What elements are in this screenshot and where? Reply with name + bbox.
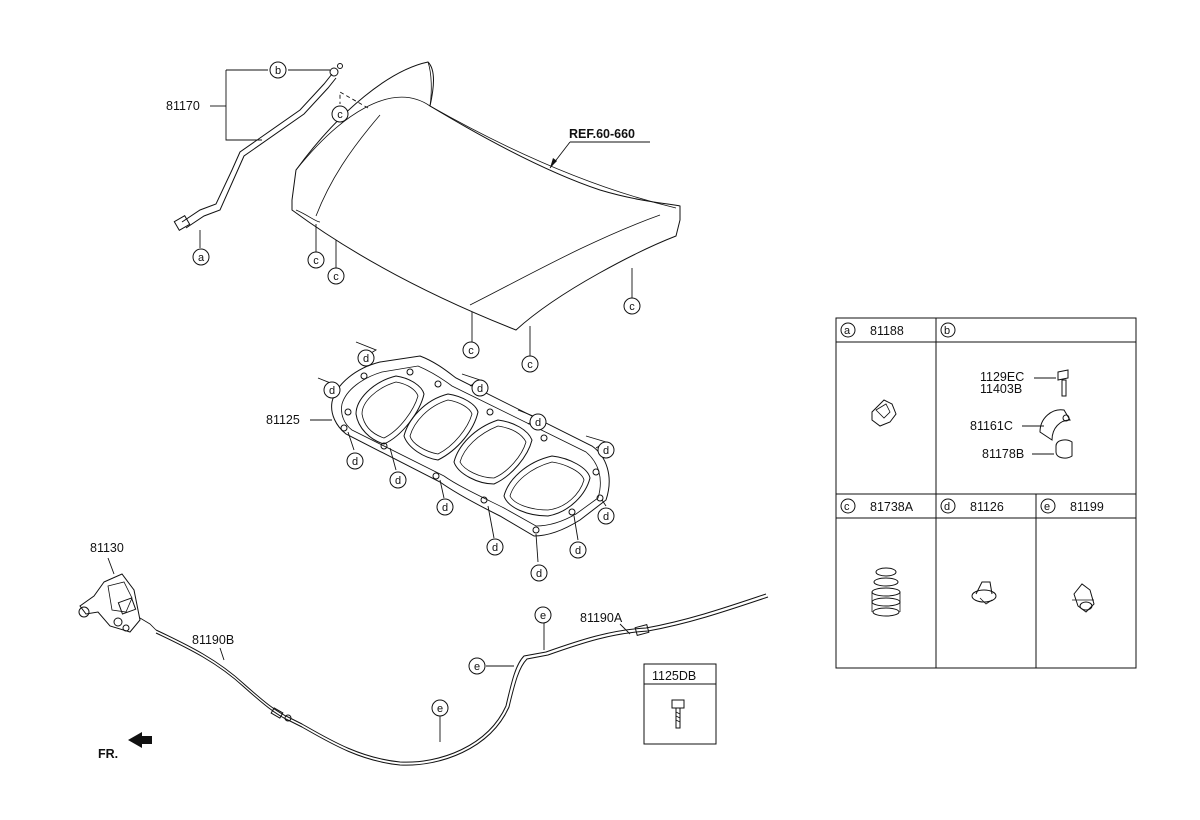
- callout-letter: d: [535, 417, 541, 429]
- callout-d-13: d: [346, 452, 364, 470]
- callout-markers: b c a c c c c c d d d d d d d d d d d d e e e: [192, 61, 641, 717]
- callout-letter: d: [603, 445, 609, 457]
- callout-d-15: d: [436, 498, 454, 516]
- front-arrow: FR.: [98, 732, 152, 761]
- legend-b-part-2: 11403B: [980, 382, 1022, 396]
- callout-c-5: c: [623, 297, 641, 315]
- callout-letter: c: [337, 109, 343, 121]
- cable-a-label: 81190A: [580, 611, 623, 625]
- insulator-pad-81125: 81125: [266, 341, 610, 563]
- callout-letter: d: [395, 475, 401, 487]
- bolt-icon: [1057, 369, 1069, 381]
- callout-c-6: c: [462, 341, 480, 359]
- legend-cell-a: a 81188: [840, 322, 904, 427]
- legend-b-part-4: 81178B: [982, 447, 1024, 461]
- bracket-icon: [1039, 409, 1071, 441]
- stopper-81738A-icon: [871, 567, 901, 617]
- callout-letter: d: [352, 456, 358, 468]
- latch-label: 81130: [90, 541, 124, 555]
- callout-letter: d: [329, 385, 335, 397]
- callout-d-11: d: [597, 441, 615, 459]
- release-cables: 81190B 81190A: [155, 593, 769, 766]
- legend-a-part: 81188: [870, 324, 904, 338]
- hinge-label: 81170: [166, 99, 200, 113]
- legend-cell-c: c 81738A: [840, 498, 914, 617]
- callout-letter: c: [333, 271, 339, 283]
- legend-cell-b: b 1129EC 11403B 81161C 81178B: [940, 322, 1073, 461]
- callout-letter: b: [275, 65, 281, 77]
- callout-letter: c: [629, 301, 635, 313]
- callout-letter: c: [527, 359, 533, 371]
- callout-d-17: d: [530, 564, 548, 582]
- front-arrow-icon: [128, 732, 152, 748]
- legend-d-letter: d: [944, 501, 950, 513]
- callout-c-4: c: [327, 267, 345, 285]
- callout-letter: d: [363, 353, 369, 365]
- cable-b-label: 81190B: [192, 633, 234, 647]
- legend-c-letter: c: [844, 501, 850, 513]
- legend-cell-e: e 81199: [1040, 498, 1104, 613]
- callout-letter: d: [477, 383, 483, 395]
- legend-b-part-3: 81161C: [970, 419, 1013, 433]
- callout-letter: d: [575, 545, 581, 557]
- legend-e-letter: e: [1044, 501, 1050, 513]
- legend-b-part-1: 1129EC: [980, 370, 1024, 384]
- callout-d-10: d: [529, 413, 547, 431]
- bushing-icon: [1055, 439, 1073, 459]
- bolt-box-1125DB: 1125DB: [643, 663, 717, 745]
- callout-d-8: d: [357, 349, 375, 367]
- callout-c-7: c: [521, 355, 539, 373]
- legend-c-part: 81738A: [870, 500, 914, 514]
- callout-b-0: b: [269, 61, 287, 79]
- legend-d-part: 81126: [970, 500, 1004, 514]
- legend-a-letter: a: [844, 325, 851, 337]
- callout-d-16: d: [486, 538, 504, 556]
- callout-d-9: d: [471, 379, 489, 397]
- legend-b-letter: b: [944, 325, 950, 337]
- callout-c-1: c: [331, 105, 349, 123]
- callout-letter: c: [313, 255, 319, 267]
- bolt-label: 1125DB: [652, 669, 696, 683]
- legend-e-part: 81199: [1070, 500, 1104, 514]
- callout-letter: c: [468, 345, 474, 357]
- callout-c-3: c: [307, 251, 325, 269]
- callout-letter: d: [536, 568, 542, 580]
- callout-d-18: d: [569, 541, 587, 559]
- clip-81188-icon: [871, 399, 897, 427]
- callout-d-19: d: [597, 507, 615, 525]
- callout-letter: a: [198, 252, 205, 264]
- front-label: FR.: [98, 747, 118, 761]
- callout-a-2: a: [192, 248, 210, 266]
- legend-cell-d: d 81126: [940, 498, 1004, 605]
- hood-latch-81130: 81130: [78, 541, 157, 633]
- callout-e-22: e: [431, 699, 449, 717]
- callout-letter: d: [603, 511, 609, 523]
- ref-label: REF.60-660: [569, 127, 635, 141]
- callout-e-20: e: [534, 606, 552, 624]
- clip-81126-icon: [971, 581, 997, 605]
- clip-81199-icon: [1072, 583, 1095, 613]
- callout-letter: e: [437, 703, 443, 715]
- insulator-label: 81125: [266, 413, 300, 427]
- hood-panel: REF.60-660: [291, 61, 681, 356]
- callout-d-14: d: [389, 471, 407, 489]
- callout-d-12: d: [323, 381, 341, 399]
- hood-hinge-81170: 81170: [166, 63, 343, 248]
- callout-letter: d: [442, 502, 448, 514]
- callout-e-21: e: [468, 657, 486, 675]
- legend-table: a 81188 b 1129EC 11403B 81161C 81178B c: [835, 317, 1137, 669]
- callout-letter: d: [492, 542, 498, 554]
- callout-letter: e: [540, 610, 546, 622]
- callout-letter: e: [474, 661, 480, 673]
